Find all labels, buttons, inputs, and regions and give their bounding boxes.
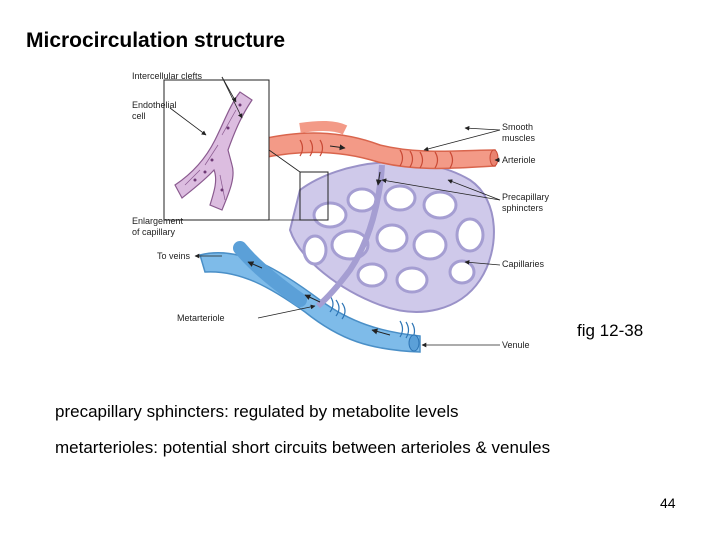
flow-arrows xyxy=(247,144,391,336)
label-precapillary-line1: Precapillary xyxy=(502,192,550,202)
label-arteriole: Arteriole xyxy=(502,155,536,165)
page-number: 44 xyxy=(660,495,676,511)
label-venule: Venule xyxy=(502,340,530,350)
leader-lines xyxy=(169,76,501,348)
label-smooth-line1: Smooth xyxy=(502,122,533,132)
venule-vessel xyxy=(199,241,421,353)
note-precapillary-sphincters: precapillary sphincters: regulated by me… xyxy=(55,402,459,421)
arteriole-vessel xyxy=(257,120,499,170)
label-precapillary-line2: sphincters xyxy=(502,203,544,213)
label-intercellular-clefts: Intercellular clefts xyxy=(132,71,203,81)
enlargement-inset xyxy=(163,79,329,221)
label-smooth-line2: muscles xyxy=(502,133,536,143)
figure-reference: fig 12-38 xyxy=(577,321,644,340)
label-metarteriole: Metarteriole xyxy=(177,313,225,323)
label-enlargement-line2: of capillary xyxy=(132,227,176,237)
note-metarterioles: metarterioles: potential short circuits … xyxy=(55,438,551,457)
slide-title: Microcirculation structure xyxy=(26,29,286,52)
label-enlargement-line1: Enlargement xyxy=(132,216,184,226)
label-capillaries: Capillaries xyxy=(502,259,545,269)
label-endothelial-line2: cell xyxy=(132,111,146,121)
label-to-veins: To veins xyxy=(157,251,191,261)
capillary-bed xyxy=(288,160,495,313)
metarteriole-vessel xyxy=(316,164,385,309)
label-endothelial-line1: Endothelial xyxy=(132,100,177,110)
